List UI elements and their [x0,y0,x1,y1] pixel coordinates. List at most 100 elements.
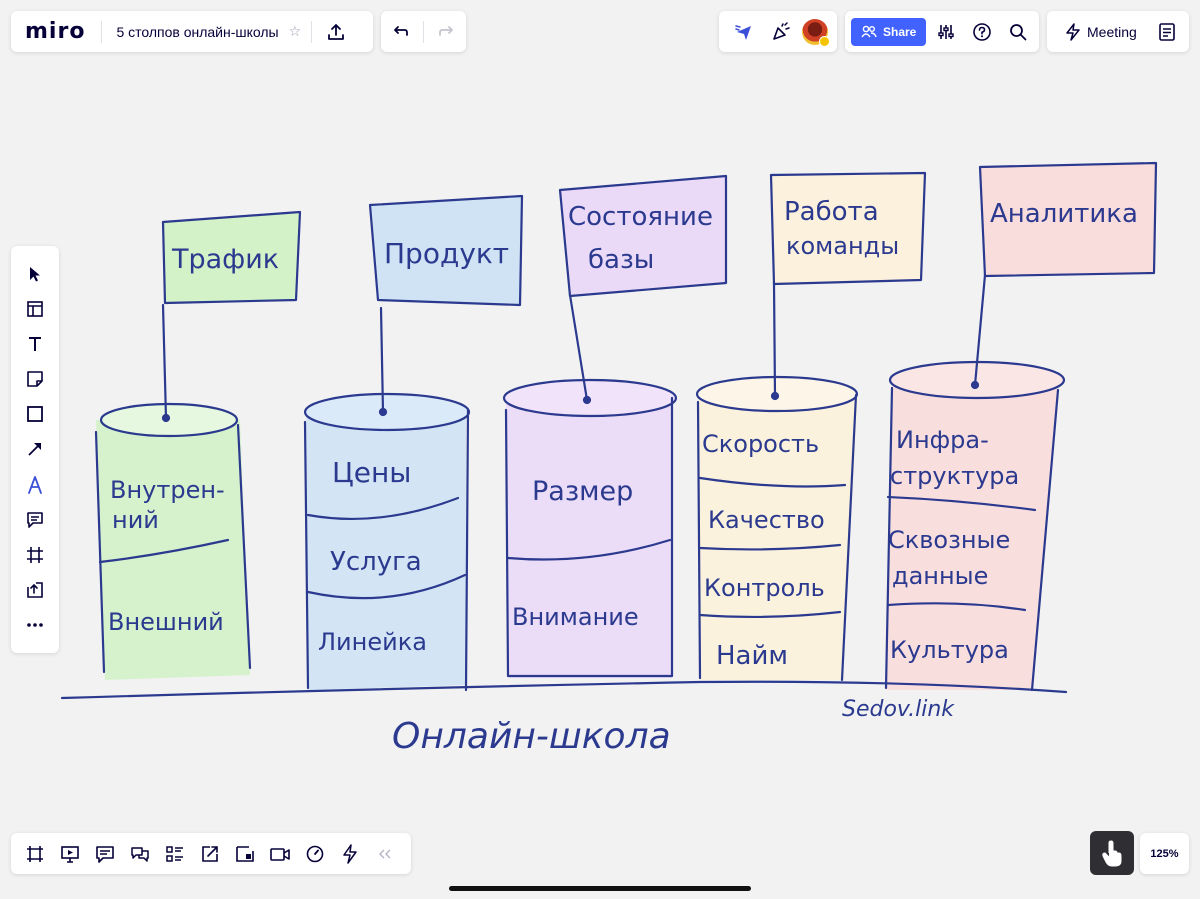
miro-logo[interactable]: miro [25,19,86,44]
presentation-button[interactable] [52,834,87,874]
flagpole [568,293,589,402]
flag-label-database-line1: Состояние [568,202,713,232]
pillar-top [99,402,239,438]
pillar-fill [506,398,672,678]
flag-fill [558,174,728,298]
power-ups-button[interactable] [332,834,367,874]
pillar-divider [886,602,1027,612]
connection-line-tool[interactable] [13,432,57,467]
base-label: Онлайн-школа [392,716,671,757]
double-chevron-left-icon [378,849,390,858]
chat-icon [130,846,149,862]
meeting-button-label: Meeting [1087,23,1137,40]
pillar-team[interactable] [695,171,927,682]
chat-button[interactable] [122,834,157,874]
section-label: Качество [708,506,825,534]
pillar-analytics[interactable] [884,161,1158,692]
flag-anchor [582,395,592,405]
pillar-divider [98,538,230,564]
video-camera-icon [269,847,290,861]
search-button[interactable] [1002,16,1034,48]
screen-share-button[interactable] [192,834,227,874]
list-icon [165,845,183,862]
share-button[interactable]: Share [851,17,927,46]
pillar-top [502,378,678,418]
pillar-divider [698,476,847,488]
help-icon [973,22,992,41]
board-header-panel: miro 5 столпов онлайн-школы ☆ [11,11,373,52]
section-label: Контроль [704,574,825,602]
flag-anchor [970,380,980,390]
board-title[interactable]: 5 столпов онлайн-школы [116,23,279,40]
sticky-note-icon [27,371,43,387]
layout-icon [27,300,43,317]
pillar-divider [306,573,467,600]
frame-tool[interactable] [13,537,57,572]
upload-box-icon [27,582,43,598]
help-button[interactable] [966,16,998,48]
upload-tool[interactable] [13,573,57,608]
upload-icon [328,23,345,40]
pillar-fill [96,420,250,680]
flagpole [379,306,385,414]
collaboration-panel [719,11,837,52]
star-icon[interactable]: ☆ [288,23,302,39]
sticky-note-tool[interactable] [13,362,57,397]
cursor-tracking-button[interactable] [728,16,760,48]
pillar-outline [696,393,858,682]
frames-button[interactable] [17,834,52,874]
undo-redo-panel [381,11,466,52]
section-label: Скорость [702,430,819,458]
redo-button[interactable] [431,16,463,48]
header-divider [311,20,313,43]
templates-tool[interactable] [13,291,57,326]
document-icon [1159,22,1175,41]
lightning-icon [342,843,357,864]
video-button[interactable] [262,834,297,874]
pillar-outline [94,423,252,674]
section-label: Сквозные [888,526,1010,554]
timer-button[interactable] [297,834,332,874]
pillar-top [888,360,1066,400]
square-icon [27,406,43,423]
notes-button[interactable] [1151,16,1183,48]
text-tool[interactable] [13,326,57,361]
user-avatar[interactable] [802,18,831,47]
pillar-traffic[interactable] [94,210,302,680]
shape-tool[interactable] [13,397,57,432]
card-button[interactable] [227,834,262,874]
frame-icon [27,546,43,563]
more-tools-button[interactable] [13,608,57,643]
cursor-arrow-icon [734,24,751,40]
board-outline-button[interactable] [157,834,192,874]
comment-tool[interactable] [13,502,57,537]
presentation-icon [60,845,79,863]
zoom-control[interactable]: 125% [1140,833,1189,874]
pen-icon [28,475,42,494]
undo-button[interactable] [384,16,416,48]
export-button[interactable] [320,16,352,48]
section-label: Найм [716,641,788,671]
redo-icon [438,25,453,36]
comments-button[interactable] [87,834,122,874]
section-label: Инфра- [896,426,989,454]
collapse-toolbar-button[interactable] [367,834,402,874]
pillar-divider [306,496,460,521]
flag-anchor [161,413,171,423]
timer-icon [306,845,323,862]
flag-fill [161,210,302,305]
pillar-product[interactable] [303,194,524,692]
section-label: Внешний [108,608,224,636]
board-settings-button[interactable] [930,16,962,48]
select-tool[interactable] [13,256,57,291]
celebrate-button[interactable] [765,16,797,48]
comment-icon [27,511,43,528]
pillar-database[interactable] [502,174,728,678]
meeting-button[interactable]: Meeting [1065,22,1137,41]
section-label: Размер [532,476,633,507]
section-label: Внимание [512,603,639,631]
online-status-badge [819,35,831,47]
pen-tool[interactable] [13,467,57,502]
pan-tool-button[interactable] [1090,831,1134,875]
